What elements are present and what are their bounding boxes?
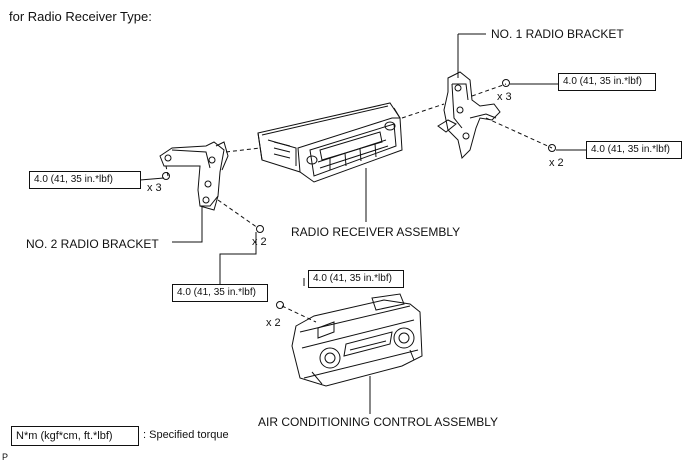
qty-right-lower: x 2	[549, 157, 564, 169]
leader-lines	[139, 33, 586, 414]
label-no2-radio-bracket: NO. 2 RADIO BRACKET	[26, 237, 159, 251]
no2-bracket-drawing	[159, 141, 229, 211]
label-ac-control-assembly: AIR CONDITIONING CONTROL ASSEMBLY	[258, 415, 499, 429]
label-no1-radio-bracket: NO. 1 RADIO BRACKET	[491, 27, 624, 41]
torque-box-left: 4.0 (41, 35 in.*lbf)	[29, 171, 141, 189]
torque-box-right-lower: 4.0 (41, 35 in.*lbf)	[586, 141, 682, 159]
legend-unit-box: N*m (kgf*cm, ft.*lbf)	[11, 426, 139, 446]
qty-left-lower: x 2	[252, 236, 267, 248]
ac-control-drawing	[291, 293, 423, 387]
torque-box-ac-top: 4.0 (41, 35 in.*lbf)	[308, 270, 404, 288]
figure-code: P	[2, 452, 9, 462]
label-radio-receiver-assembly: RADIO RECEIVER ASSEMBLY	[291, 225, 461, 239]
torque-box-top-right: 4.0 (41, 35 in.*lbf)	[558, 73, 656, 91]
qty-left: x 3	[147, 182, 162, 194]
radio-receiver-drawing	[257, 102, 403, 183]
alignment-lines	[165, 83, 553, 323]
torque-box-bottom-left: 4.0 (41, 35 in.*lbf)	[172, 284, 268, 302]
section-title: for Radio Receiver Type:	[9, 9, 152, 24]
qty-ac: x 2	[266, 317, 281, 329]
bolt-drawings	[162, 79, 556, 309]
legend-description: : Specified torque	[143, 429, 229, 441]
qty-top-right: x 3	[497, 91, 512, 103]
no1-bracket-drawing	[437, 71, 501, 159]
